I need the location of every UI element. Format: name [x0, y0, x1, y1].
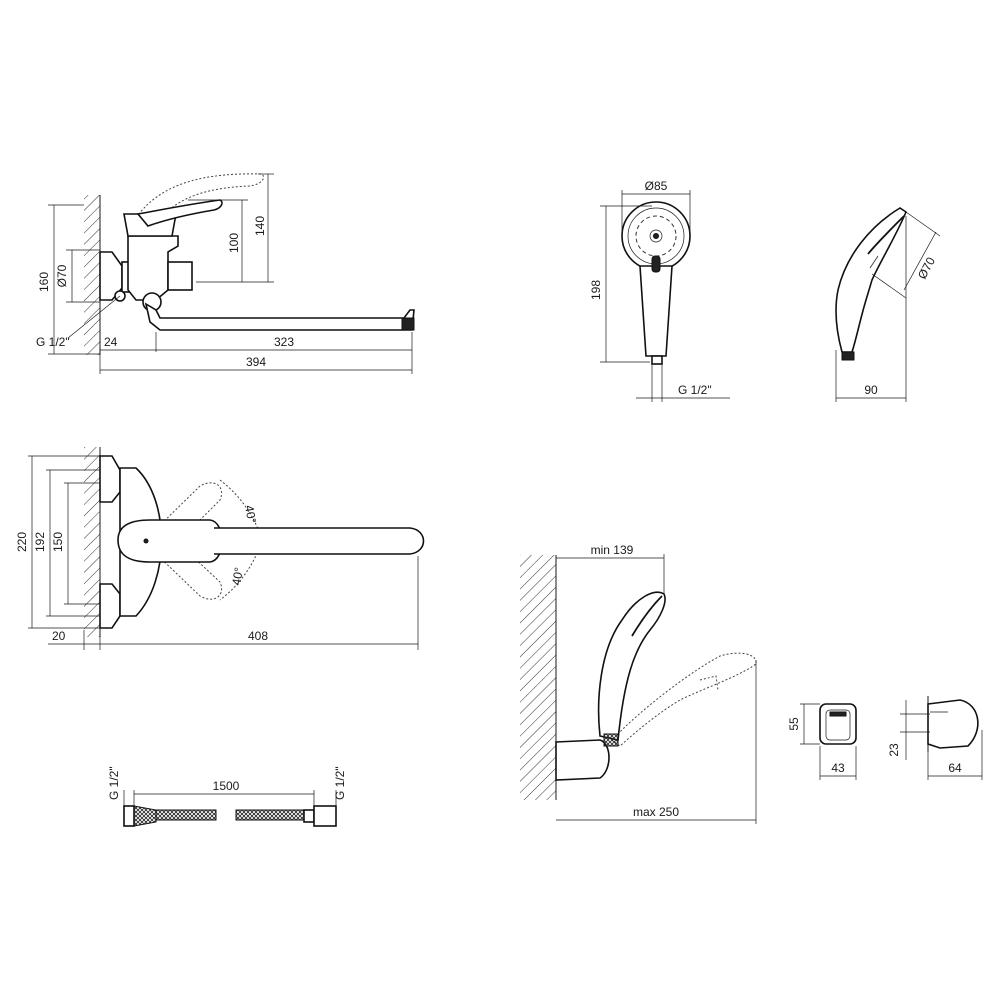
dim-140: 140 [253, 216, 267, 236]
dim-90: 90 [864, 383, 878, 397]
dim-23: 23 [887, 743, 901, 757]
dim-192: 192 [33, 532, 47, 552]
dim-160: 160 [37, 272, 51, 292]
dim-323: 323 [274, 335, 294, 349]
lever-ghost [129, 173, 264, 233]
holder-front-view: 55 43 [787, 703, 857, 780]
dim-43: 43 [831, 761, 845, 775]
dim-diameter-85: Ø85 [645, 179, 668, 193]
wall-hatch-2 [84, 447, 100, 637]
dim-150: 150 [51, 532, 65, 552]
thread-shower: G 1/2" [678, 383, 712, 397]
dim-198: 198 [589, 280, 603, 300]
hose-thread-left: G 1/2" [107, 766, 121, 800]
hand-shower-side: Ø70 90 [835, 207, 941, 402]
angle-up: 40° [242, 504, 259, 524]
shower-knurl [603, 733, 619, 747]
shower-ghost [611, 652, 757, 747]
dim-220: 220 [15, 532, 29, 552]
hose-segment-right [235, 809, 305, 821]
dim-20: 20 [52, 629, 66, 643]
dim-24: 24 [104, 335, 118, 349]
hose-view: 1500 G 1/2" G 1/2" [107, 766, 347, 827]
shower-handle-front [639, 265, 673, 357]
dim-1500: 1500 [213, 779, 240, 793]
holder-side-view: 23 64 [887, 696, 983, 780]
holder-side [927, 699, 979, 749]
dim-55: 55 [787, 717, 801, 731]
lever-top [117, 519, 223, 563]
wall-holder-view: min 139 max 250 [520, 543, 757, 824]
dim-64: 64 [948, 761, 962, 775]
dim-408: 408 [248, 629, 268, 643]
shower-side-body [835, 207, 907, 353]
dim-diameter-70-side: Ø70 [915, 255, 938, 282]
dim-min-139: min 139 [591, 543, 634, 557]
spout-top [214, 527, 425, 555]
hose-segment-left [155, 809, 217, 821]
dim-diameter-70: Ø70 [55, 264, 69, 287]
dim-394: 394 [246, 355, 266, 369]
wall-hatch-3 [520, 555, 556, 800]
dim-max-250: max 250 [633, 805, 679, 819]
hose-thread-right: G 1/2" [333, 766, 347, 800]
eccentric-upper [99, 455, 121, 503]
mixer-top-view: 40° 40° 220 192 150 20 408 [15, 447, 425, 650]
lever-rotated-ghost [149, 482, 222, 546]
hand-shower-front: Ø85 198 G 1/2" [589, 179, 730, 402]
angle-down: 40° [229, 566, 246, 587]
thread-label: G 1/2" [36, 335, 70, 349]
hose-knurl-left [133, 805, 157, 827]
shower-in-holder [597, 591, 666, 741]
hose-nut-left [123, 805, 135, 827]
spout [144, 302, 415, 331]
hose-nut-right [313, 805, 337, 827]
wall-holder [555, 739, 610, 781]
eccentric-lower [99, 583, 121, 629]
holder-front [819, 703, 857, 745]
dim-100: 100 [227, 233, 241, 253]
mixer-side-view: 160 Ø70 G 1/2" 100 140 24 323 394 [36, 173, 415, 374]
mixer-lever [136, 199, 223, 227]
shower-button [651, 255, 661, 273]
wall-hatch [84, 195, 100, 355]
